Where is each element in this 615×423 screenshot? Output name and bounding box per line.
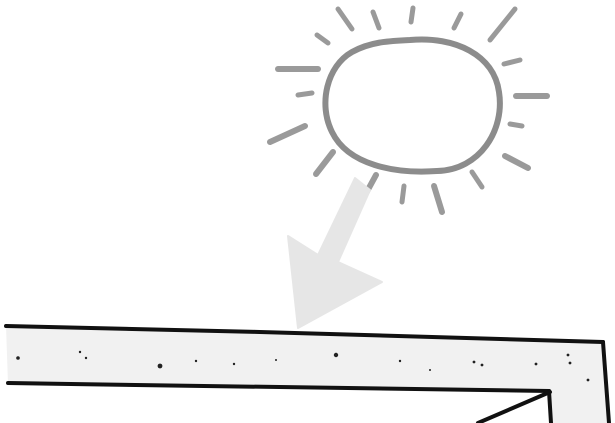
sun-ray xyxy=(317,35,328,43)
sun-ray xyxy=(373,12,379,28)
sunlight-arrow-icon xyxy=(288,178,382,328)
speckle xyxy=(587,379,590,382)
sun-ray xyxy=(411,8,413,22)
speckle xyxy=(535,363,538,366)
speckle xyxy=(569,362,572,365)
speckle xyxy=(429,369,431,371)
sun-ray xyxy=(316,152,333,174)
speckle xyxy=(473,361,476,364)
sun-ray xyxy=(338,9,352,29)
speckle xyxy=(158,364,163,369)
speckle xyxy=(275,359,277,361)
sun-ray xyxy=(434,186,442,212)
speckle xyxy=(233,363,235,365)
speckle xyxy=(16,356,20,360)
speckle xyxy=(567,354,570,357)
surface-board xyxy=(6,326,609,423)
sun-icon xyxy=(270,8,547,212)
speckle xyxy=(334,353,338,357)
board-diagonal-edge xyxy=(478,392,550,423)
board-inner-right-edge xyxy=(549,391,551,423)
speckle xyxy=(195,360,197,362)
sun-ray xyxy=(472,172,482,187)
sun-ray xyxy=(510,124,522,126)
sun-ray xyxy=(490,9,515,40)
speckle xyxy=(79,351,81,353)
sun-ray xyxy=(298,93,312,95)
speckle xyxy=(399,360,401,362)
sun-ray xyxy=(270,126,305,142)
speckle xyxy=(85,357,87,359)
speckle xyxy=(481,364,484,367)
sun-ray xyxy=(402,186,404,202)
sun-disc xyxy=(325,39,499,171)
sun-ray xyxy=(504,60,520,64)
sun-ray xyxy=(454,14,461,28)
sun-ray xyxy=(505,156,528,168)
